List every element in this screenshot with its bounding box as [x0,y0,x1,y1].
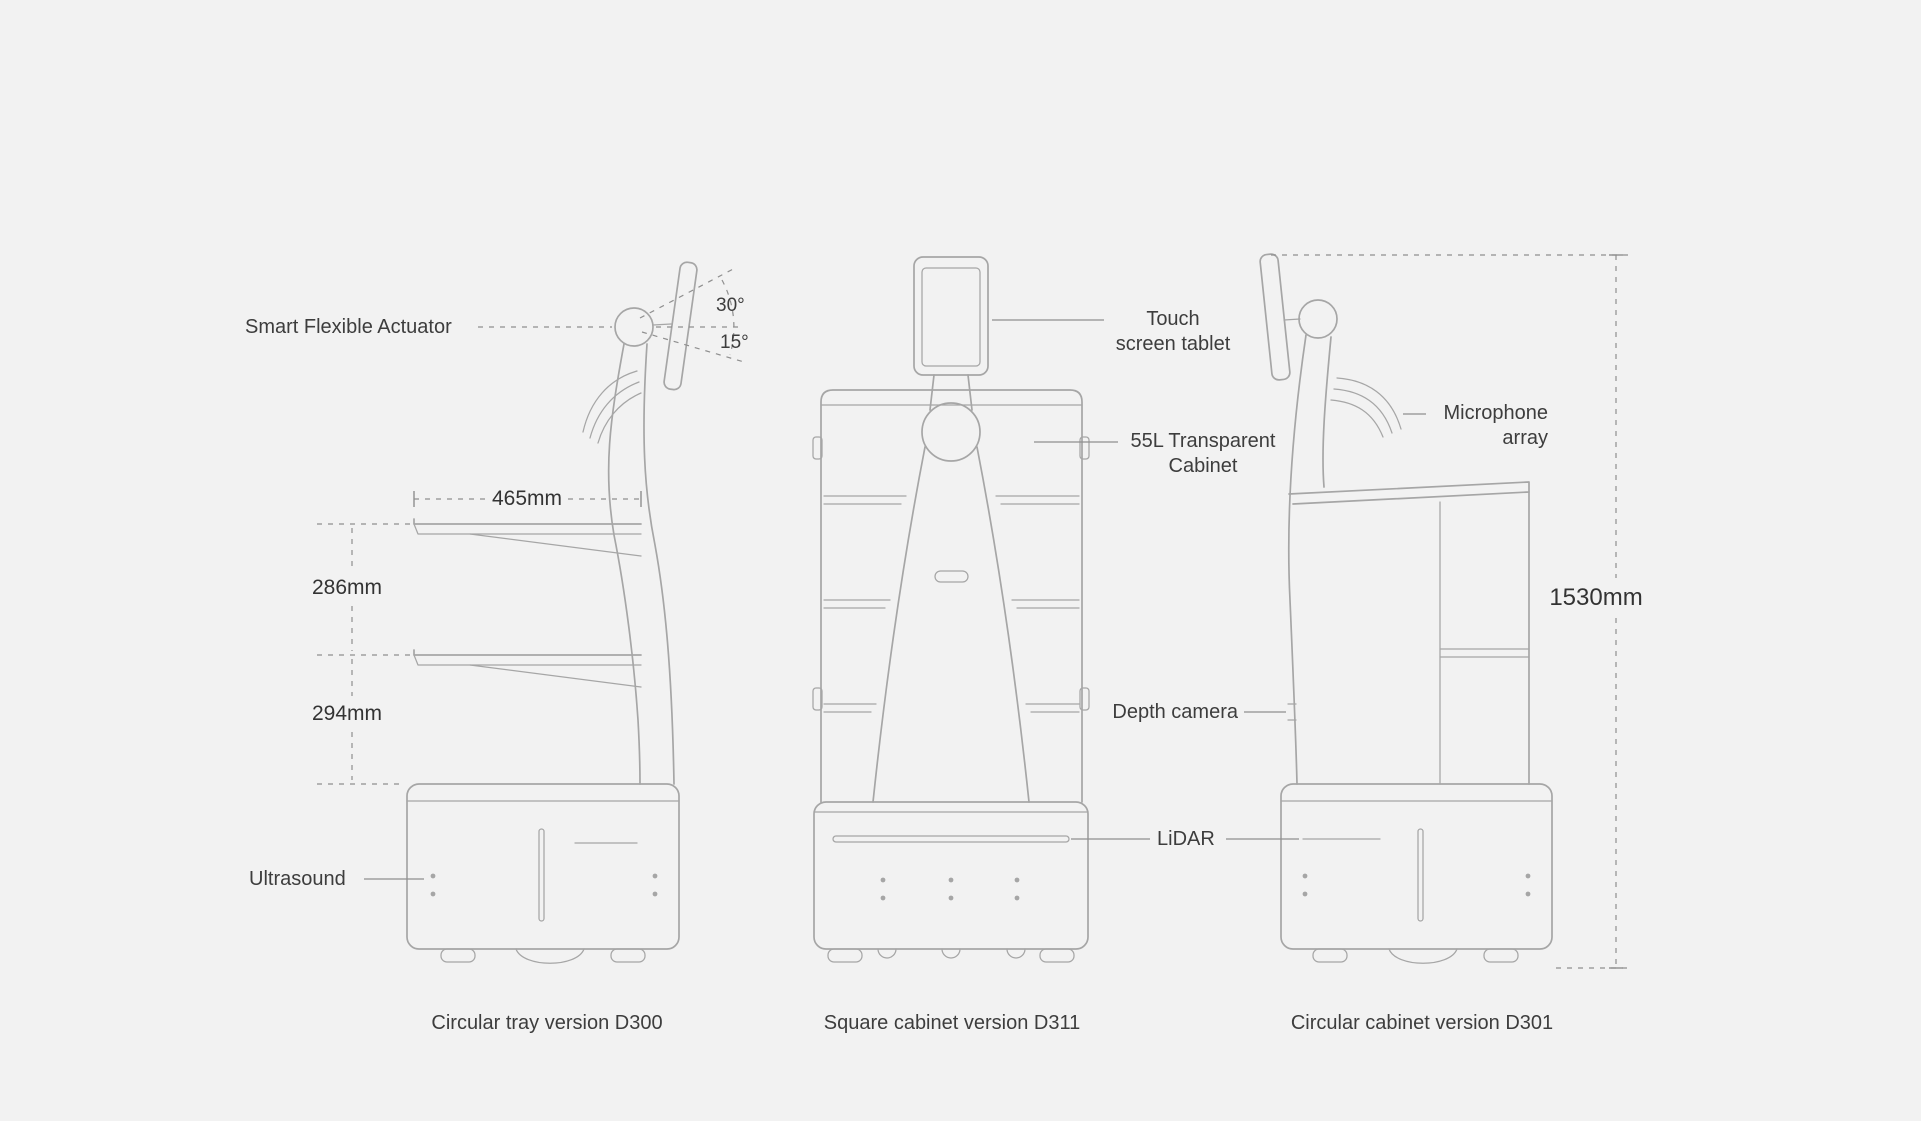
label-line: array [1502,427,1548,449]
height-dimension-lines [1271,254,1628,969]
label-line: Cabinet [1168,455,1238,477]
robot-d300-dimension-lines [317,266,745,880]
transparent-cabinet-label: 55L Transparent Cabinet [1118,429,1288,479]
robot-d301-drawing [1259,253,1553,964]
depth-camera-label: Depth camera [1112,701,1238,723]
robot-d311-drawing [812,256,1090,963]
robot-d300-drawing [406,261,698,964]
label-line: Microphone [1443,402,1548,424]
touch-screen-tablet-label: Touch screen tablet [1098,307,1248,357]
lidar-label: LiDAR [1157,828,1215,850]
overall-height-dimension: 1530mm [1544,583,1648,613]
caption-d300: Circular tray version D300 [431,1012,663,1034]
caption-d301: Circular cabinet version D301 [1290,1012,1554,1034]
label-line: screen tablet [1115,333,1231,355]
ultrasound-label: Ultrasound [249,868,346,890]
lower-tray-spacing-dimension: 294mm [306,701,388,727]
caption-d311: Square cabinet version D311 [823,1012,1081,1034]
microphone-array-label: Microphone array [1428,401,1548,451]
tilt-angle-30-label: 30° [716,295,745,316]
upper-tray-spacing-dimension: 286mm [306,575,388,601]
smart-flexible-actuator-label: Smart Flexible Actuator [245,316,452,338]
tilt-angle-15-label: 15° [720,332,749,353]
label-line: Touch [1146,308,1200,330]
leader-lines [992,319,1426,840]
label-line: 55L Transparent [1130,430,1276,452]
tray-width-dimension: 465mm [486,486,568,512]
